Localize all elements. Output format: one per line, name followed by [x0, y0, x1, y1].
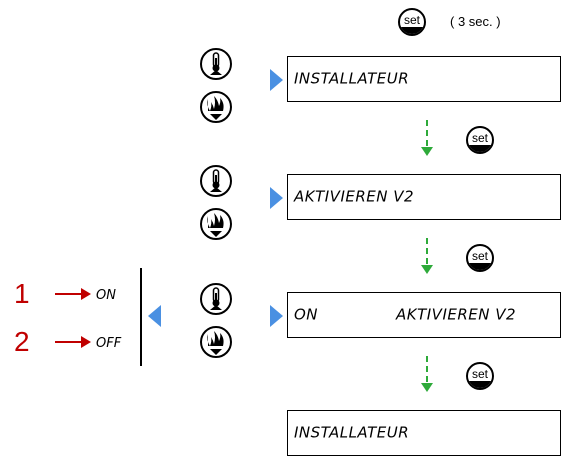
lcd-text-state: ON	[294, 305, 319, 324]
set-button-label: set	[471, 249, 488, 263]
set-button-label: set	[471, 131, 488, 145]
green-dashed-arrow	[421, 238, 433, 274]
set-button[interactable]: set	[466, 244, 494, 272]
lcd-text: INSTALLATEUR	[294, 69, 410, 88]
green-dashed-arrow	[421, 356, 433, 392]
blue-arrow-left	[148, 305, 161, 327]
blue-arrow-right	[270, 187, 283, 209]
flame-down-icon[interactable]	[199, 90, 233, 124]
flame-down-icon[interactable]	[199, 207, 233, 241]
green-dashed-arrow	[421, 120, 433, 156]
set-button[interactable]: set	[466, 126, 494, 154]
lcd-text: INSTALLATEUR	[294, 423, 410, 442]
option-label-on: ON	[96, 288, 116, 303]
flame-down-icon[interactable]	[199, 325, 233, 359]
option-number-2: 2	[14, 326, 30, 357]
thermometer-up-icon[interactable]	[199, 282, 233, 316]
lcd-screen-2: AKTIVIEREN V2	[287, 174, 561, 220]
option-number-1: 1	[14, 278, 30, 309]
divider-line	[140, 268, 142, 366]
thermometer-up-icon[interactable]	[199, 47, 233, 81]
red-arrow	[55, 335, 91, 349]
blue-arrow-right	[270, 305, 283, 327]
set-button-label: set	[403, 13, 420, 27]
lcd-text: AKTIVIEREN V2	[294, 187, 415, 206]
set-button[interactable]: set	[466, 362, 494, 390]
thermometer-up-icon[interactable]	[199, 164, 233, 198]
option-label-off: OFF	[96, 336, 122, 351]
hold-duration-text: ( 3 sec. )	[450, 14, 501, 29]
lcd-screen-4: INSTALLATEUR	[287, 410, 561, 456]
red-arrow	[55, 287, 91, 301]
blue-arrow-right	[270, 69, 283, 91]
set-button[interactable]: set	[398, 8, 426, 36]
lcd-text: AKTIVIEREN V2	[396, 305, 517, 324]
lcd-screen-3: ON AKTIVIEREN V2	[287, 292, 561, 338]
set-button-label: set	[471, 367, 488, 381]
lcd-screen-1: INSTALLATEUR	[287, 56, 561, 102]
